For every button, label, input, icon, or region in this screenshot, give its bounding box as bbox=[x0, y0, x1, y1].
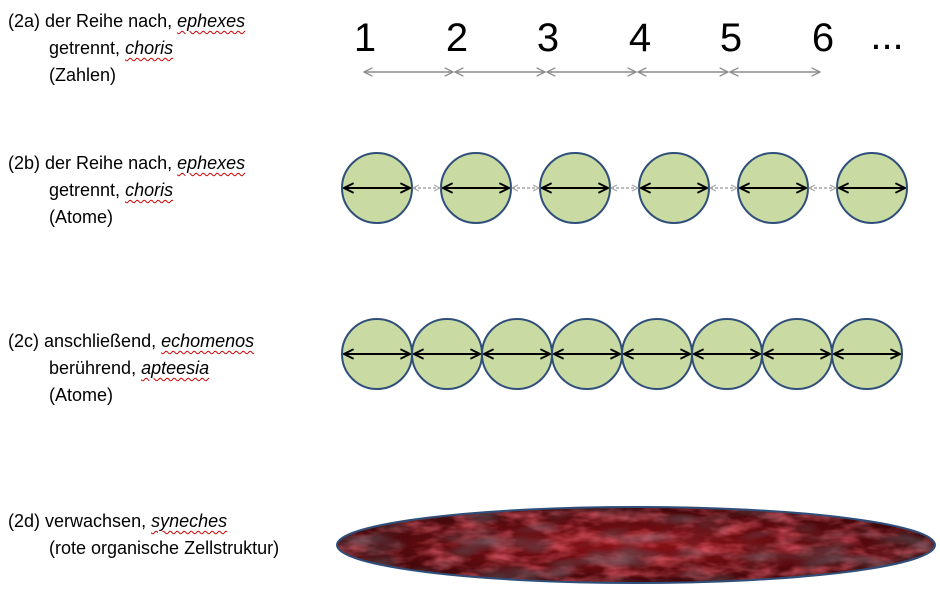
atom-2c-4 bbox=[551, 318, 623, 390]
atom-2c-1 bbox=[341, 318, 413, 390]
separated-atoms bbox=[341, 152, 908, 224]
greek-term-echomenos: echomenos bbox=[161, 331, 255, 351]
row-2d-note: (rote organische Zellstruktur) bbox=[49, 538, 280, 558]
greek-term-ephexes: ephexes bbox=[177, 11, 246, 31]
atom-2b-5 bbox=[737, 152, 809, 224]
greek-term-ephexes: ephexes bbox=[177, 153, 246, 173]
row-2c-note: (Atome) bbox=[49, 385, 114, 405]
atom-2b-6 bbox=[836, 152, 908, 224]
row-2d-label: (2d) verwachsen, syneches (rote organisc… bbox=[8, 508, 279, 562]
ellipsis: ... bbox=[870, 14, 904, 58]
atom-2c-2 bbox=[411, 318, 483, 390]
greek-term-syneches: syneches bbox=[151, 511, 228, 531]
atom-2c-7 bbox=[761, 318, 833, 390]
greek-term-apteesia: apteesia bbox=[141, 358, 210, 378]
atom-2c-6 bbox=[691, 318, 763, 390]
number-5: 5 bbox=[719, 16, 743, 60]
number-4: 4 bbox=[628, 16, 652, 60]
atom-2b-2 bbox=[440, 152, 512, 224]
number-3: 3 bbox=[536, 16, 560, 60]
row-2a-note: (Zahlen) bbox=[49, 65, 117, 85]
number-6: 6 bbox=[811, 16, 835, 60]
atom-2b-1 bbox=[341, 152, 413, 224]
atom-2b-3 bbox=[539, 152, 611, 224]
touching-atoms bbox=[341, 318, 903, 390]
red-tissue-ellipse bbox=[336, 506, 936, 584]
number-1: 1 bbox=[353, 16, 377, 60]
greek-term-choris: choris bbox=[125, 38, 174, 58]
row-2a-label: (2a) der Reihe nach, ephexes getrennt, c… bbox=[8, 8, 245, 89]
atom-2c-3 bbox=[481, 318, 553, 390]
row-2c-label: (2c) anschließend, echomenos berührend, … bbox=[8, 328, 254, 409]
atom-2c-8 bbox=[831, 318, 903, 390]
number-2: 2 bbox=[445, 16, 469, 60]
greek-term-choris: choris bbox=[125, 180, 174, 200]
row-2b-note: (Atome) bbox=[49, 207, 114, 227]
atom-2b-4 bbox=[638, 152, 710, 224]
row-2b-label: (2b) der Reihe nach, ephexes getrennt, c… bbox=[8, 150, 245, 231]
atom-2c-5 bbox=[621, 318, 693, 390]
